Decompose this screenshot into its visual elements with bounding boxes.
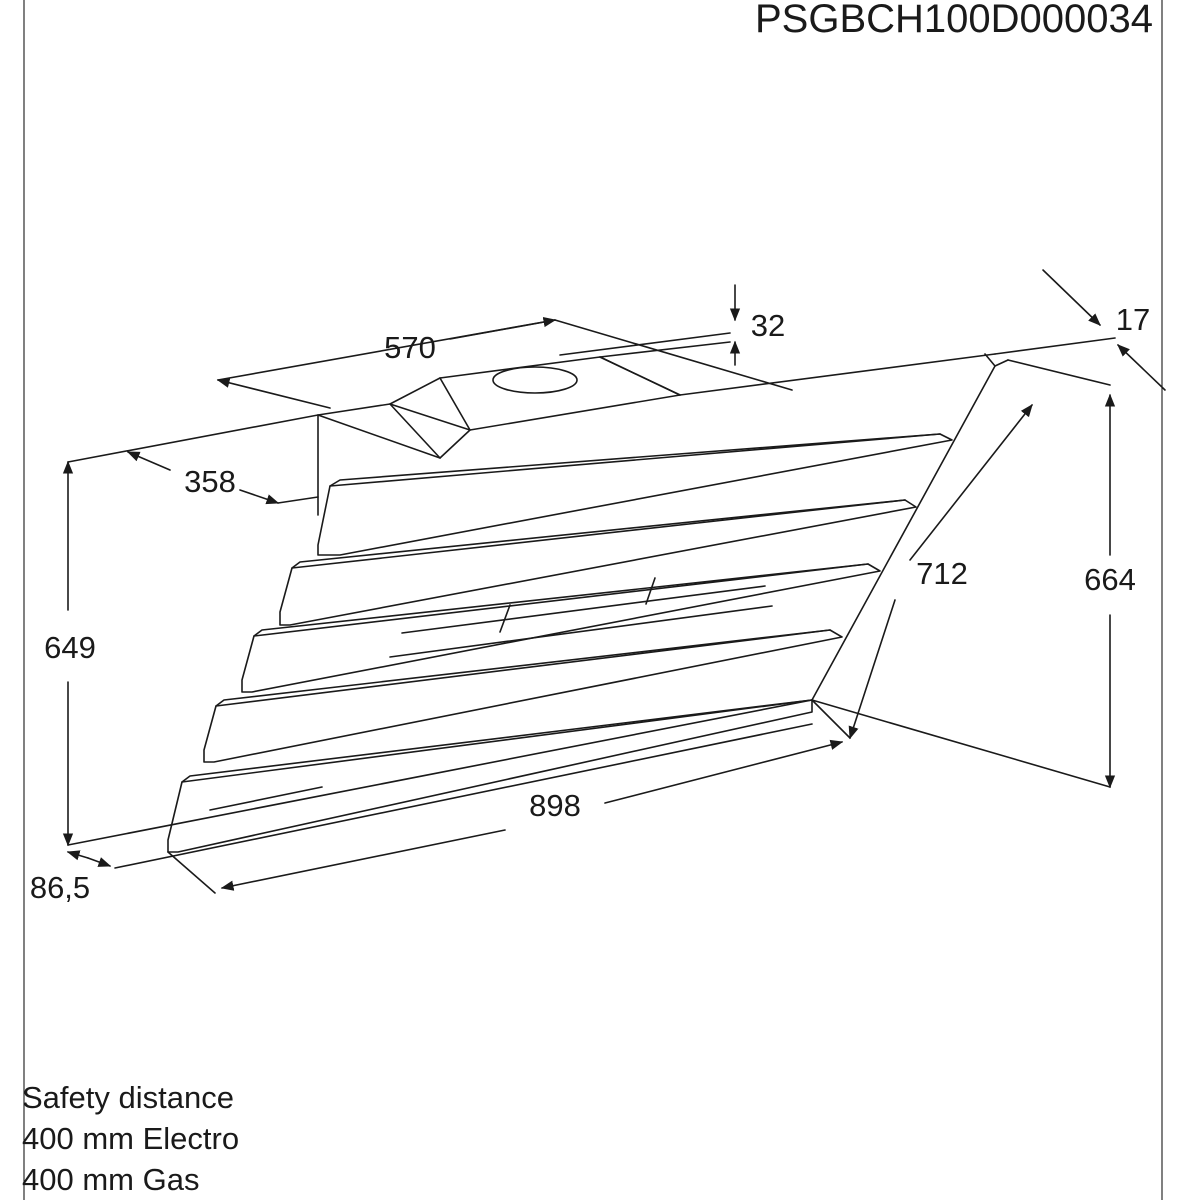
dim-86-5: 86,5 (30, 870, 90, 905)
dim-649: 649 (44, 630, 96, 665)
dimension-labels: 570 32 17 358 649 712 664 898 86,5 (30, 302, 1150, 905)
safety-distance-title: Safety distance (22, 1080, 234, 1115)
hood-body (67, 319, 1116, 869)
dim-32: 32 (751, 308, 785, 343)
dim-664: 664 (1084, 562, 1136, 597)
dim-570: 570 (384, 330, 436, 365)
dim-898: 898 (529, 788, 581, 823)
product-code: PSGBCH100D000034 (755, 0, 1153, 41)
dim-17: 17 (1116, 302, 1150, 337)
hood-slats (167, 433, 953, 853)
frame-borders (23, 0, 1163, 1200)
safety-distance-electro: 400 mm Electro (22, 1121, 240, 1156)
safety-distance-notes: Safety distance 400 mm Electro 400 mm Ga… (22, 1077, 239, 1200)
dim-712: 712 (916, 556, 968, 591)
safety-distance-gas: 400 mm Gas (22, 1162, 200, 1197)
dimension-lines (62, 269, 1166, 894)
dim-358: 358 (184, 464, 236, 499)
